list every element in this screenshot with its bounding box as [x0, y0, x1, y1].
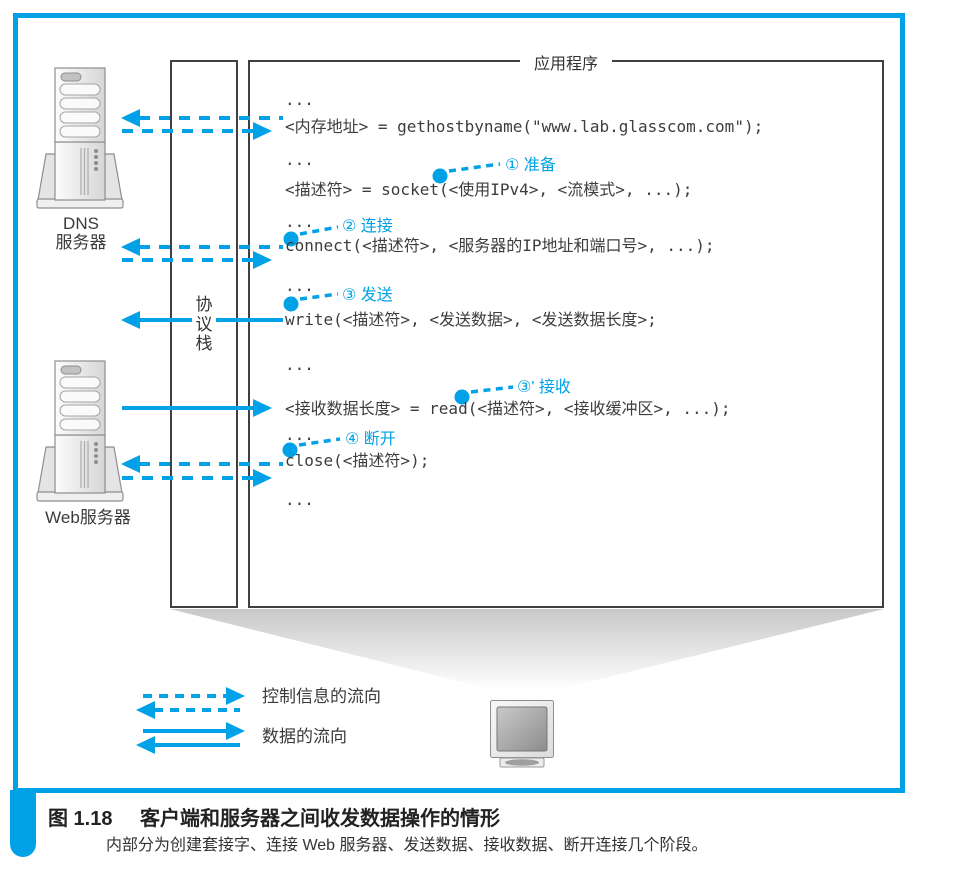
code-close: close(<描述符>);: [285, 451, 430, 470]
web-server-label: Web服务器: [45, 508, 131, 527]
code-ellipsis: ...: [285, 355, 314, 374]
code-ellipsis: ...: [285, 276, 314, 295]
protocol-stack-box: [170, 60, 238, 608]
code-ellipsis: ...: [285, 150, 314, 169]
code-write: write(<描述符>, <发送数据>, <发送数据长度>;: [285, 310, 657, 329]
dns-server-label: DNS 服务器: [21, 214, 141, 252]
code-ellipsis: ...: [285, 212, 314, 231]
dns-server-label-line2: 服务器: [55, 233, 107, 252]
application-box-title: 应用程序: [248, 50, 884, 74]
code-gethostbyname: <内存地址> = gethostbyname("www.lab.glasscom…: [285, 117, 764, 136]
annotation-connect: ② 连接: [342, 218, 393, 235]
protocol-stack-label: 协议栈: [192, 294, 216, 355]
annotation-send: ③ 发送: [342, 287, 393, 304]
legend-data-flow-label: 数据的流向: [262, 727, 347, 746]
annotation-disconnect: ④ 断开: [345, 431, 396, 448]
legend-control-flow-label: 控制信息的流向: [262, 687, 381, 706]
code-socket: <描述符> = socket(<使用IPv4>, <流模式>, ...);: [285, 180, 693, 199]
code-ellipsis: ...: [285, 425, 314, 444]
annotation-prepare: ① 准备: [505, 157, 556, 174]
annotation-receive: ③' 接收: [517, 379, 571, 396]
figure-subtitle: 内部分为创建套接字、连接 Web 服务器、发送数据、接收数据、断开连接几个阶段。: [106, 837, 708, 854]
code-ellipsis: ...: [285, 90, 314, 109]
figure-number: 图 1.18: [48, 808, 113, 830]
code-read: <接收数据长度> = read(<描述符>, <接收缓冲区>, ...);: [285, 399, 731, 418]
caption-accent-bar: [10, 790, 36, 857]
figure-frame: [13, 13, 905, 793]
code-ellipsis: ...: [285, 490, 314, 509]
figure-title: 客户端和服务器之间收发数据操作的情形: [140, 808, 500, 830]
application-box: [248, 60, 884, 608]
code-connect: connect(<描述符>, <服务器的IP地址和端口号>, ...);: [285, 236, 715, 255]
dns-server-label-line1: DNS: [63, 214, 99, 233]
